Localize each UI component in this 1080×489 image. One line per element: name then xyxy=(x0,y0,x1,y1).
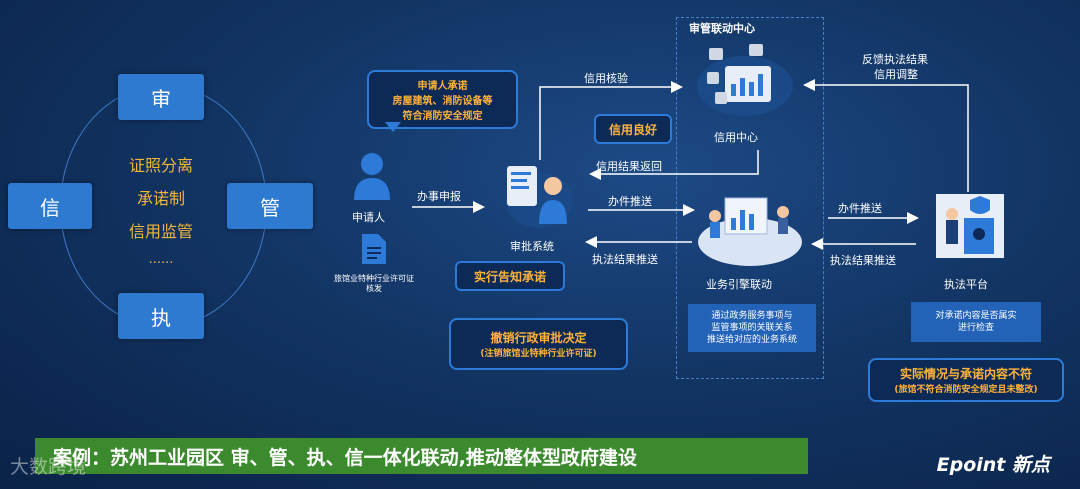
label-result-right: 执法结果推送 xyxy=(830,252,896,268)
arrow-credit-check xyxy=(540,87,680,160)
label-feedback-2: 信用调整 xyxy=(874,66,918,82)
case-title-bar: 案例：苏州工业园区 审、管、执、信一体化联动,推动整体型政府建设 xyxy=(35,438,808,474)
label-push-case-right: 办件推送 xyxy=(838,200,882,216)
label-credit-return: 信用结果返回 xyxy=(596,158,662,174)
arrow-feedback xyxy=(806,85,968,192)
brand-logo: Epoint 新点 xyxy=(937,450,1050,477)
label-feedback-1: 反馈执法结果 xyxy=(862,51,928,67)
label-result-left: 执法结果推送 xyxy=(592,251,658,267)
label-credit-check: 信用核验 xyxy=(584,70,628,86)
watermark: 大数跨境 xyxy=(10,452,86,479)
label-push-case: 办件推送 xyxy=(608,193,652,209)
label-apply: 办事申报 xyxy=(417,188,461,204)
